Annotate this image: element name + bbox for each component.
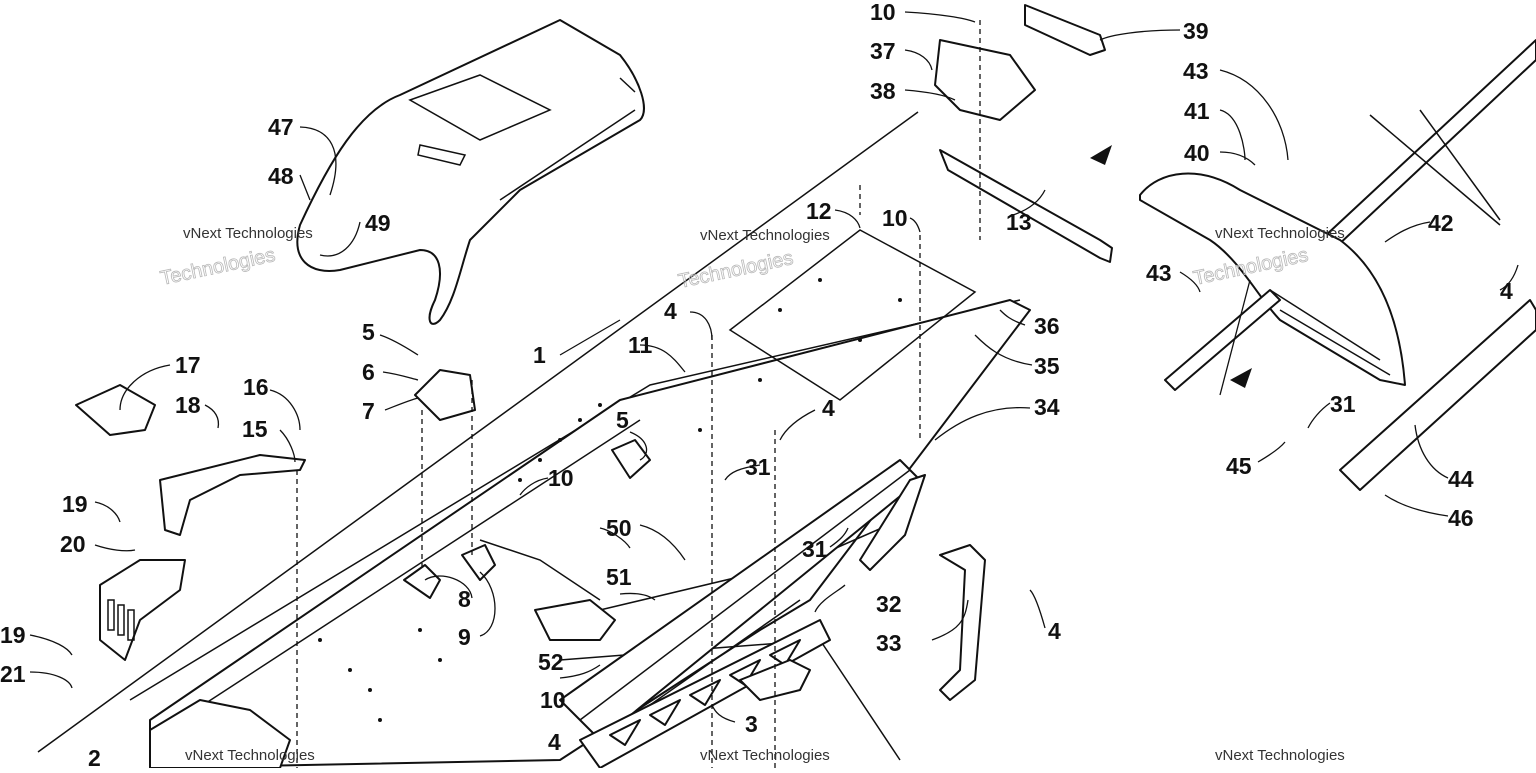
callout-51: 51 bbox=[606, 564, 632, 590]
callout-43: 43 bbox=[1146, 260, 1172, 286]
callout-10: 10 bbox=[882, 205, 908, 231]
callout-10: 10 bbox=[548, 465, 574, 491]
callout-36: 36 bbox=[1034, 313, 1060, 339]
callout-42: 42 bbox=[1428, 210, 1454, 236]
callout-8: 8 bbox=[458, 586, 471, 612]
callout-32: 32 bbox=[876, 591, 902, 617]
callout-15: 15 bbox=[242, 416, 268, 442]
seat bbox=[296, 19, 645, 325]
callout-38: 38 bbox=[870, 78, 896, 104]
callout-6: 6 bbox=[362, 359, 375, 385]
callout-45: 45 bbox=[1226, 453, 1252, 479]
callout-19: 19 bbox=[62, 491, 88, 517]
callout-5: 5 bbox=[362, 319, 375, 345]
callout-44: 44 bbox=[1448, 466, 1474, 492]
callout-31: 31 bbox=[1330, 391, 1356, 417]
assembly-lines bbox=[296, 20, 981, 768]
callout-39: 39 bbox=[1183, 18, 1209, 44]
watermark-text: vNext Technologies bbox=[185, 747, 315, 764]
watermark-text: Technologies bbox=[676, 247, 795, 293]
watermark-text: vNext Technologies bbox=[700, 747, 830, 764]
callout-47: 47 bbox=[268, 114, 294, 140]
callout-52: 52 bbox=[538, 649, 564, 675]
callout-4: 4 bbox=[1048, 618, 1061, 644]
tunnel-assembly bbox=[37, 111, 1031, 769]
callout-4: 4 bbox=[548, 729, 561, 755]
callout-35: 35 bbox=[1034, 353, 1060, 379]
callout-34: 34 bbox=[1034, 394, 1060, 420]
callout-4: 4 bbox=[664, 298, 677, 324]
callout-5: 5 bbox=[616, 407, 629, 433]
callout-1: 1 bbox=[533, 342, 546, 368]
callout-21: 21 bbox=[0, 661, 26, 687]
callout-43: 43 bbox=[1183, 58, 1209, 84]
watermark-text: vNext Technologies bbox=[183, 225, 313, 242]
callout-4: 4 bbox=[822, 395, 835, 421]
callout-3: 3 bbox=[745, 711, 758, 737]
callout-17: 17 bbox=[175, 352, 201, 378]
callout-31: 31 bbox=[745, 454, 771, 480]
watermark-text: Technologies bbox=[158, 244, 277, 290]
callout-37: 37 bbox=[870, 38, 896, 64]
callout-33: 33 bbox=[876, 630, 902, 656]
callout-40: 40 bbox=[1184, 140, 1210, 166]
callout-46: 46 bbox=[1448, 505, 1474, 531]
watermark-text: vNext Technologies bbox=[1215, 225, 1345, 242]
callout-49: 49 bbox=[365, 210, 391, 236]
callout-18: 18 bbox=[175, 392, 201, 418]
watermark-text: vNext Technologies bbox=[700, 227, 830, 244]
callout-10: 10 bbox=[540, 687, 566, 713]
callout-50: 50 bbox=[606, 515, 632, 541]
callout-48: 48 bbox=[268, 163, 294, 189]
callout-41: 41 bbox=[1184, 98, 1210, 124]
callout-9: 9 bbox=[458, 624, 471, 650]
snow-flap bbox=[1139, 172, 1406, 391]
callout-4: 4 bbox=[1500, 278, 1513, 304]
callout-31: 31 bbox=[802, 536, 828, 562]
leader-lines bbox=[29, 11, 1519, 723]
callout-19: 19 bbox=[0, 622, 26, 648]
callout-10: 10 bbox=[870, 0, 896, 25]
callout-16: 16 bbox=[243, 374, 269, 400]
callout-7: 7 bbox=[362, 398, 375, 424]
direction-markers bbox=[1090, 145, 1252, 388]
callout-2: 2 bbox=[88, 745, 101, 768]
watermark-text: vNext Technologies bbox=[1215, 747, 1345, 764]
callout-13: 13 bbox=[1006, 209, 1032, 235]
callout-12: 12 bbox=[806, 198, 832, 224]
callout-20: 20 bbox=[60, 531, 86, 557]
callout-11: 11 bbox=[628, 332, 653, 358]
